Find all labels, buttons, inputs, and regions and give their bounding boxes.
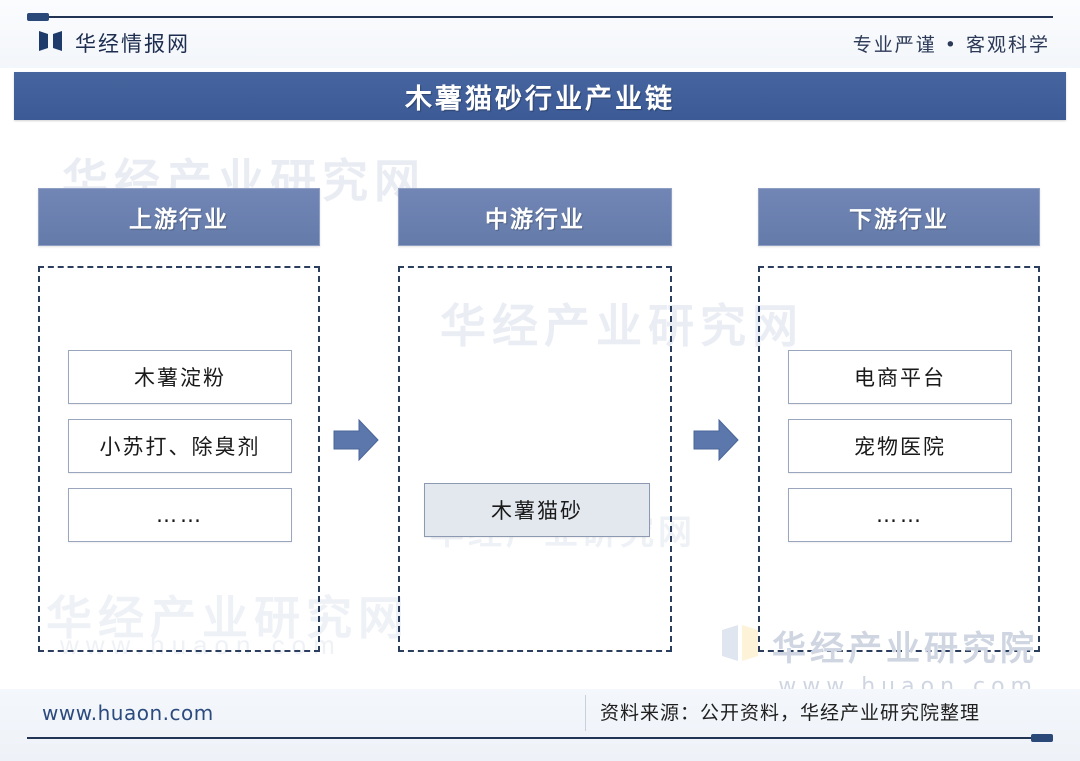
node-label: 宠物医院	[854, 435, 946, 459]
column-items-midstream: 木薯猫砂	[424, 483, 650, 537]
node-item[interactable]: 宠物医院	[788, 419, 1012, 473]
page-title: 木薯猫砂行业产业链	[405, 83, 675, 115]
node-item-highlighted[interactable]: 木薯猫砂	[424, 483, 650, 537]
node-label: 木薯淀粉	[134, 366, 226, 390]
top-rule-divider	[27, 16, 1053, 18]
footer-rule-cap	[1031, 734, 1053, 742]
footer-rule-divider	[27, 737, 1053, 739]
huaon-watermark-logo-icon	[720, 622, 760, 669]
footer-site-url[interactable]: www.huaon.com	[42, 701, 214, 725]
brand-lockup: 华经情报网	[38, 28, 190, 58]
column-midstream: 中游行业 木薯猫砂	[398, 188, 672, 652]
node-label: 小苏打、除臭剂	[99, 435, 261, 459]
column-header-label: 上游行业	[129, 207, 229, 233]
node-label: 电商平台	[854, 366, 946, 390]
column-header-midstream: 中游行业	[398, 188, 672, 246]
column-header-downstream: 下游行业	[758, 188, 1040, 246]
arrow-upstream-to-midstream-icon	[333, 418, 379, 467]
column-downstream: 下游行业 电商平台 宠物医院 ……	[758, 188, 1040, 652]
column-items-downstream: 电商平台 宠物医院 ……	[788, 350, 1012, 557]
top-rule-cap	[27, 13, 49, 21]
footer-bar: www.huaon.com 资料来源：公开资料，华经产业研究院整理	[0, 689, 1080, 761]
node-item[interactable]: 电商平台	[788, 350, 1012, 404]
footer-divider	[585, 695, 586, 731]
node-item[interactable]: ……	[68, 488, 292, 542]
brand-tagline: 专业严谨 • 客观科学	[852, 34, 1050, 56]
column-dashed-container-midstream: 木薯猫砂	[398, 266, 672, 652]
huaon-bowtie-logo-icon	[38, 30, 64, 57]
node-item[interactable]: ……	[788, 488, 1012, 542]
column-upstream: 上游行业 木薯淀粉 小苏打、除臭剂 ……	[38, 188, 320, 652]
footer-source-note: 资料来源：公开资料，华经产业研究院整理	[600, 702, 981, 724]
top-brand-bar: 华经情报网 专业严谨 • 客观科学	[0, 0, 1080, 68]
node-label: ……	[156, 503, 204, 527]
column-header-upstream: 上游行业	[38, 188, 320, 246]
column-header-label: 下游行业	[849, 207, 949, 233]
arrow-midstream-to-downstream-icon	[693, 418, 739, 467]
node-label: ……	[876, 503, 924, 527]
node-item[interactable]: 小苏打、除臭剂	[68, 419, 292, 473]
column-header-label: 中游行业	[485, 207, 585, 233]
column-dashed-container-downstream: 电商平台 宠物医院 ……	[758, 266, 1040, 652]
brand-name: 华经情报网	[75, 32, 190, 56]
column-dashed-container-upstream: 木薯淀粉 小苏打、除臭剂 ……	[38, 266, 320, 652]
column-items-upstream: 木薯淀粉 小苏打、除臭剂 ……	[68, 350, 292, 557]
chart-title-band: 木薯猫砂行业产业链	[14, 72, 1066, 120]
node-item[interactable]: 木薯淀粉	[68, 350, 292, 404]
node-label: 木薯猫砂	[491, 499, 583, 523]
